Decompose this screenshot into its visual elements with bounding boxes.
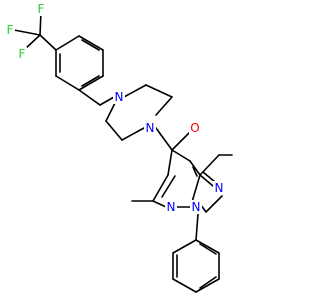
bond bbox=[192, 166, 198, 177]
bond bbox=[13, 29, 41, 36]
bond bbox=[199, 243, 217, 255]
bond bbox=[152, 174, 169, 202]
atom-n-phenyl-label: N bbox=[192, 200, 201, 214]
bond bbox=[161, 175, 176, 198]
bond bbox=[78, 35, 104, 51]
molecule-structure: F F F N N O N N bbox=[5, 2, 233, 293]
atom-n-phenyl: N bbox=[190, 200, 202, 214]
bond bbox=[171, 149, 191, 162]
bond bbox=[105, 102, 116, 122]
bond bbox=[78, 89, 101, 106]
atom-n-pyridine: N bbox=[165, 200, 177, 214]
atom-n-piperazine-bottom-label: N bbox=[146, 121, 155, 135]
bond bbox=[121, 127, 145, 141]
bond bbox=[199, 154, 220, 176]
atom-f2: F bbox=[5, 23, 15, 37]
bond bbox=[105, 120, 123, 141]
bond-layer bbox=[13, 11, 233, 293]
atom-f3: F bbox=[17, 47, 27, 61]
atom-n-pyridine-label: N bbox=[167, 200, 176, 214]
bond bbox=[39, 34, 57, 51]
bond bbox=[155, 127, 173, 151]
bond bbox=[145, 84, 173, 98]
atom-o-carbonyl-label: O bbox=[190, 121, 199, 135]
bond bbox=[195, 278, 220, 293]
bond bbox=[152, 200, 167, 208]
atom-n-piperazine-top: N bbox=[113, 90, 125, 104]
bond bbox=[202, 171, 216, 183]
atom-f1-label: F bbox=[38, 2, 45, 16]
bond bbox=[171, 131, 191, 151]
atom-n-pyrazole-label: N bbox=[215, 181, 224, 195]
atom-label-layer: F F F N N O N N bbox=[5, 2, 225, 214]
bond bbox=[172, 239, 197, 254]
bond bbox=[199, 276, 217, 289]
atom-n-pyrazole: N bbox=[213, 181, 225, 195]
bond bbox=[81, 39, 100, 51]
bond bbox=[123, 84, 147, 98]
bond bbox=[167, 149, 173, 176]
bond bbox=[78, 75, 104, 91]
bond bbox=[55, 75, 80, 91]
bond bbox=[99, 96, 115, 106]
atom-f2-label: F bbox=[7, 23, 14, 37]
bond bbox=[191, 174, 201, 203]
bond bbox=[199, 174, 214, 187]
bond bbox=[155, 96, 173, 116]
atom-n-piperazine-top-label: N bbox=[115, 90, 124, 104]
bond bbox=[195, 213, 199, 241]
atom-f1: F bbox=[36, 2, 46, 16]
bond bbox=[189, 160, 201, 176]
bond bbox=[55, 35, 80, 51]
bond bbox=[195, 239, 220, 254]
atom-f3-label: F bbox=[19, 47, 26, 61]
bond bbox=[172, 278, 197, 293]
bond bbox=[205, 195, 223, 213]
atom-n-piperazine-bottom: N bbox=[144, 121, 156, 135]
bond bbox=[81, 75, 100, 87]
atom-o-carbonyl: O bbox=[189, 121, 201, 135]
